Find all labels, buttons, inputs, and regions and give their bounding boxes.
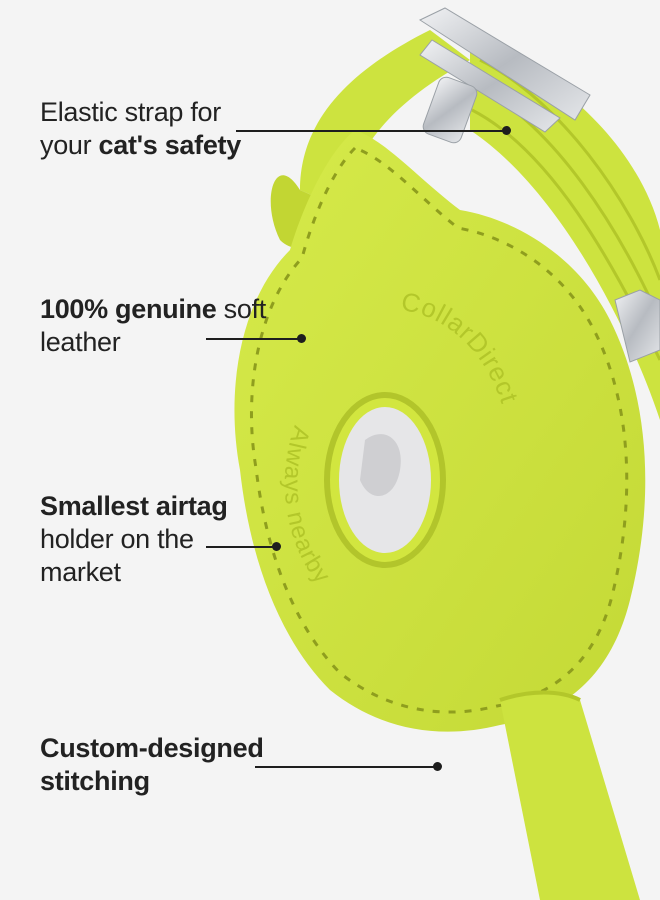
leader-dot — [297, 334, 306, 343]
callout-line: holder on the — [40, 524, 194, 554]
callout-line: Elastic strap for — [40, 97, 221, 127]
callout-elastic-strap: Elastic strap for your cat's safety — [40, 96, 241, 162]
callout-line: stitching — [40, 766, 150, 796]
elastic-strap — [470, 40, 660, 420]
callout-line: 100% genuine soft — [40, 294, 266, 324]
leader-dot — [502, 126, 511, 135]
callout-line: Smallest airtag — [40, 491, 228, 521]
callout-genuine-leather: 100% genuine soft leather — [40, 293, 266, 359]
leader-line — [255, 766, 437, 768]
lower-strap — [500, 692, 640, 900]
leader-line — [206, 546, 276, 548]
leader-line — [206, 338, 301, 340]
callout-line: leather — [40, 327, 121, 357]
callout-line: market — [40, 557, 121, 587]
callout-line: Custom-designed — [40, 733, 264, 763]
callout-line: your cat's safety — [40, 130, 241, 160]
callout-smallest-holder: Smallest airtag holder on the market — [40, 490, 228, 589]
callout-custom-stitching: Custom-designed stitching — [40, 732, 264, 798]
leader-dot — [433, 762, 442, 771]
airtag-holder — [234, 130, 646, 732]
strap-keeper — [614, 289, 660, 363]
leader-dot — [272, 542, 281, 551]
buckle — [418, 7, 591, 144]
stitching — [250, 146, 629, 714]
apple-logo-icon — [360, 434, 401, 497]
leader-line — [236, 130, 506, 132]
